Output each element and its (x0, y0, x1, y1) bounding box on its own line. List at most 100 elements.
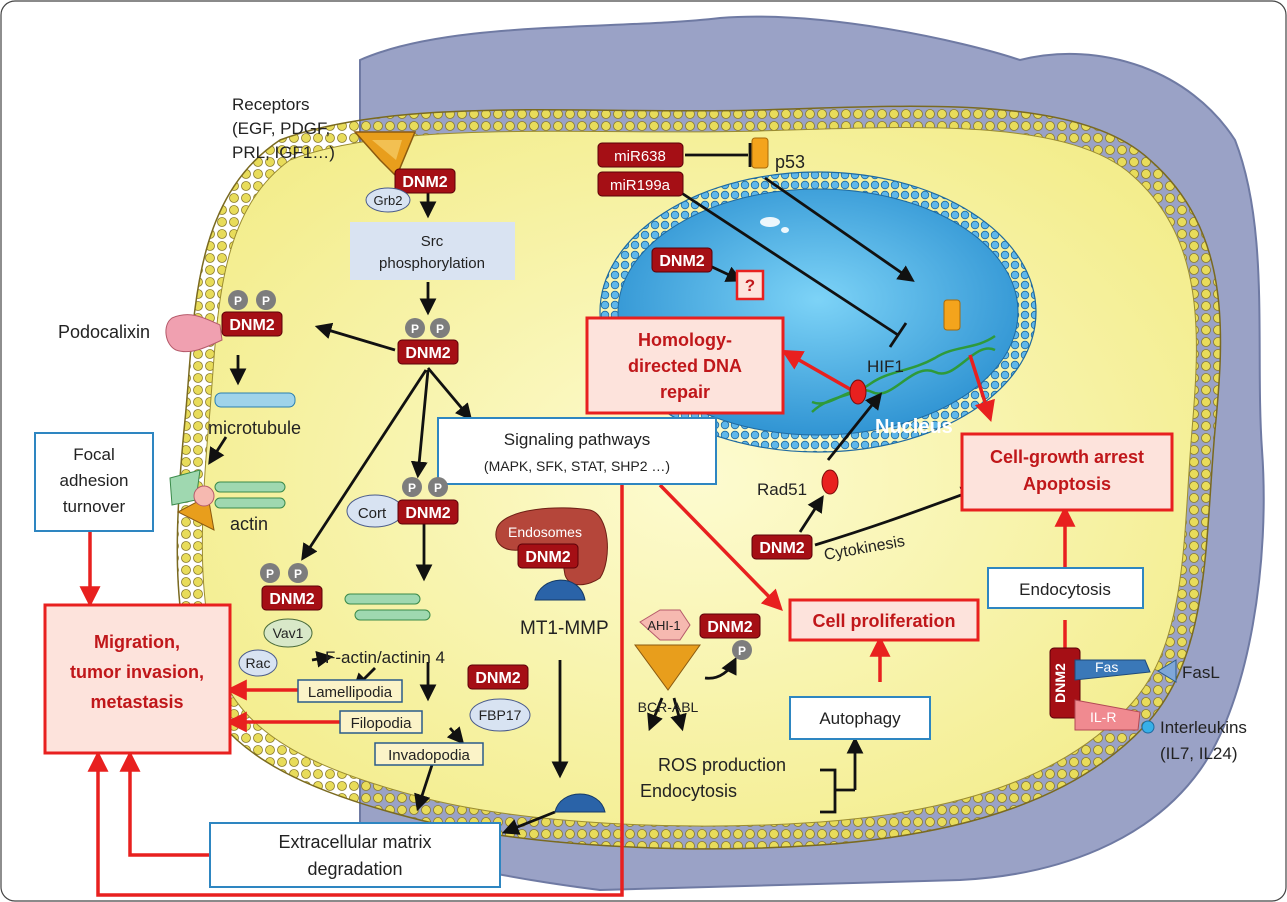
arrow-dnm2-podocalixin-dnm2 (314, 322, 396, 352)
dnm2-endosomes-label: DNM2 (525, 549, 570, 566)
ilr-receptor (1074, 699, 1141, 731)
hdr-box (585, 316, 785, 415)
receptors-label: Receptors (232, 95, 309, 114)
arrow-bcrabl-ros1 (647, 697, 664, 732)
ecm-degradation-box (209, 822, 501, 888)
receptor-highlight (372, 140, 402, 160)
red-p53-arrest (968, 354, 995, 423)
rac-label: Rac (246, 655, 271, 671)
phospho-circle-6 (428, 477, 448, 497)
microtubule-label: microtubule (208, 418, 301, 438)
dnm2-podocalixin-box (221, 311, 283, 337)
dnm2-ahi1-label: DNM2 (707, 619, 752, 636)
phospho-circle-2 (430, 318, 450, 338)
phospho-label-6: P (434, 481, 442, 495)
phospho-circle-4 (256, 290, 276, 310)
fbp17-oval (469, 698, 531, 732)
lamellipodia-label: Lamellipodia (308, 684, 393, 701)
invadopodia-label: Invadopodia (388, 747, 470, 764)
phospho-label-9: P (738, 644, 746, 658)
dnm2-center-box (397, 339, 459, 365)
src-label-2: phosphorylation (379, 255, 485, 272)
phospho-label-7: P (266, 567, 274, 581)
dnm2-receptor-label: DNM2 (402, 174, 447, 191)
phospho-label-8: P (294, 567, 302, 581)
nucleolus-highlight (760, 217, 780, 227)
dnm2-nuclear-box (651, 247, 713, 273)
question-box (735, 269, 765, 301)
lamellipodia-box (297, 679, 403, 703)
grb2-label: Grb2 (374, 193, 403, 208)
actin-filament-1 (214, 481, 286, 493)
receptors-list-1: (EGF, PDGF, (232, 119, 330, 138)
fas-receptor (1074, 659, 1151, 681)
src-label-1: Src (421, 233, 444, 250)
mt1mmp-label: MT1-MMP (520, 618, 609, 639)
dnm2-cort-label: DNM2 (405, 505, 450, 522)
endocytosis-label: Endocytosis (640, 781, 737, 801)
nucleolus-highlight-2 (781, 227, 789, 233)
rad51-marker (821, 469, 839, 495)
mt1mmp-shape (534, 579, 586, 601)
focal-adhesion-box (34, 432, 154, 532)
cell-growth-label-2: Apoptosis (1023, 474, 1111, 494)
phospho-circle-1 (405, 318, 425, 338)
dnm2-fbp17-box (467, 664, 529, 690)
phospho-label-2: P (436, 322, 444, 336)
focal-label-1: Focal (73, 445, 115, 464)
dnm2-nuclear-label: DNM2 (659, 253, 704, 270)
rad51-label: Rad51 (757, 480, 807, 499)
phospho-label-1: P (411, 322, 419, 336)
bcrabl-label: BCR-ABL (638, 699, 699, 715)
ecm-label-1: Extracellular matrix (278, 832, 431, 852)
arrow-microtubule-actin (208, 436, 228, 465)
phospho-circle-8 (288, 563, 308, 583)
cell-proliferation-label: Cell proliferation (812, 611, 955, 631)
dnm2-cytokinesis-box (751, 534, 813, 560)
autophagy-box (789, 696, 931, 740)
dna-helix (811, 334, 996, 413)
autophagy-label: Autophagy (819, 709, 901, 728)
factin-filament-1 (344, 593, 421, 605)
interleukin-dot (1141, 720, 1155, 734)
phospho-circle-3 (228, 290, 248, 310)
mir199a-label: miR199a (610, 177, 671, 194)
cell-growth-label-1: Cell-growth arrest (990, 447, 1144, 467)
dnm2-center-label: DNM2 (405, 345, 450, 362)
arrow-dnm2-question (709, 264, 744, 282)
interleukins-label-1: Interleukins (1160, 718, 1247, 737)
fas-label: Fas (1095, 659, 1118, 675)
cort-label: Cort (358, 505, 387, 522)
endocytosis-box-label: Endocytosis (1019, 580, 1111, 599)
inhibit-mir199a-hif1 (679, 190, 899, 337)
arrow-fbp17-invadopodia (446, 726, 465, 745)
bcrabl-shape (634, 644, 701, 691)
arrow-mt1mmp-ecm (501, 810, 556, 835)
factin-label: F-actin/actinin 4 (325, 648, 445, 667)
fasl-label: FasL (1182, 663, 1220, 682)
focal-label-3: turnover (63, 497, 126, 516)
migration-box (43, 603, 232, 755)
signaling-pathways-box (437, 417, 717, 485)
ros-label: ROS production (658, 755, 786, 775)
rac-oval (238, 649, 278, 677)
mt1mmp-shape-2 (554, 793, 606, 813)
arrow-p53-nuclear (764, 176, 915, 282)
inhibit-bar-hif1 (888, 322, 908, 348)
dnm2-fas-box (1049, 647, 1081, 719)
dna-red-marker (849, 379, 867, 405)
arrow-bcrabl-p (704, 656, 737, 680)
p53-nuclear-shape (943, 299, 961, 331)
dnm2-endosomes-box (517, 543, 579, 569)
signaling-label-1: Signaling pathways (504, 430, 650, 449)
dnm2-vav1-label: DNM2 (269, 591, 314, 608)
phospho-circle-9 (732, 640, 752, 660)
dnm2-vav1-box (261, 585, 323, 611)
hdr-label-3: repair (660, 382, 710, 402)
focal-label-2: adhesion (59, 471, 128, 490)
inhibition-lines (679, 143, 915, 348)
nucleus-label: Nucleus (875, 416, 953, 438)
fasl-shape (1157, 659, 1177, 683)
dnm2-cytokinesis-label: DNM2 (759, 540, 804, 557)
